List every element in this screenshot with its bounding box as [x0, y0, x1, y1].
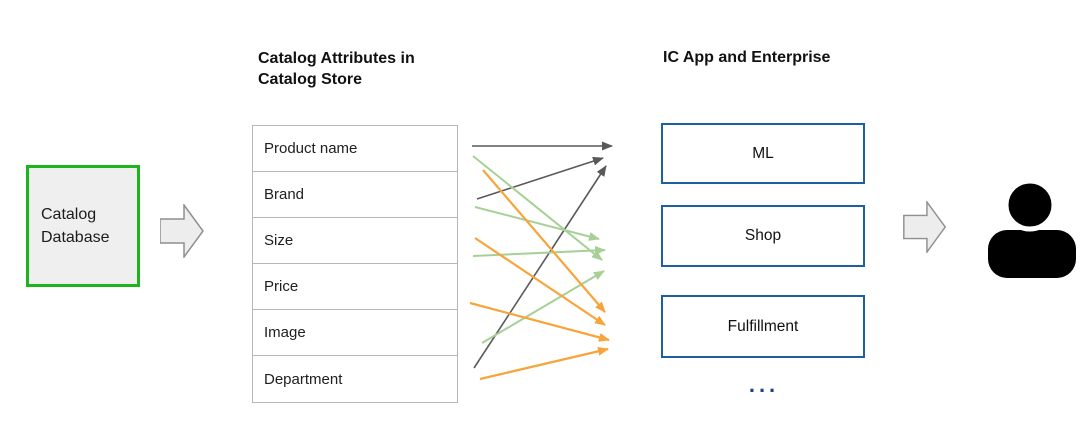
attribute-label: Product name	[264, 140, 358, 157]
app-box-label: Shop	[744, 227, 782, 244]
more-apps-ellipsis: ...	[748, 372, 780, 397]
attribute-label: Price	[264, 278, 299, 295]
apps-panel-title: IC App and Enterprise	[663, 49, 831, 66]
connector-arrow-green	[472, 245, 606, 257]
user-body-shape	[988, 230, 1076, 278]
attribute-row-brand: Brand	[253, 172, 457, 218]
connector-arrow-green	[474, 206, 600, 241]
attribute-label: Brand	[264, 186, 305, 203]
app-box-fulfillment: Fulfillment	[661, 295, 865, 358]
catalog-database-box: Catalog Database	[26, 165, 140, 287]
attribute-row-size: Size	[253, 218, 457, 264]
attribute-label: Image	[264, 324, 306, 341]
app-box-shop: Shop	[661, 205, 865, 267]
catalog-attributes-table: Product name Brand Size Price Image Depa…	[252, 125, 458, 403]
flow-block-arrow-left	[160, 204, 204, 258]
user-icon	[988, 180, 1076, 278]
block-arrow-right-icon	[160, 204, 204, 258]
attribute-row-department: Department	[253, 356, 457, 402]
app-box-ml: ML	[661, 123, 865, 184]
connector-arrow-gray	[473, 165, 607, 369]
flow-block-arrow-right	[903, 201, 947, 253]
attributes-title-line1: Catalog Attributes in	[258, 50, 415, 67]
attributes-title-line2: Catalog Store	[258, 71, 363, 88]
attribute-row-product-name: Product name	[253, 126, 457, 172]
attribute-row-image: Image	[253, 310, 457, 356]
connector-arrow-gray	[476, 156, 604, 200]
attribute-label: Size	[264, 232, 294, 249]
block-arrow-right-icon	[903, 201, 947, 253]
attribute-label: Department	[264, 370, 343, 388]
connector-arrow-orange	[479, 346, 609, 381]
connector-arrow-orange	[482, 169, 606, 313]
app-box-label: Fulfillment	[727, 317, 799, 335]
connector-arrow-orange	[469, 301, 610, 342]
attribute-row-price: Price	[253, 264, 457, 310]
connector-arrow-orange	[474, 237, 606, 326]
catalog-database-label: Catalog Database	[41, 206, 110, 246]
user-head-shape	[1003, 180, 1057, 232]
app-box-label: ML	[752, 144, 774, 162]
connector-arrow-green	[472, 155, 603, 261]
attributes-panel-title: Catalog Attributes in Catalog Store	[258, 48, 415, 90]
connector-arrow-green	[481, 270, 605, 344]
